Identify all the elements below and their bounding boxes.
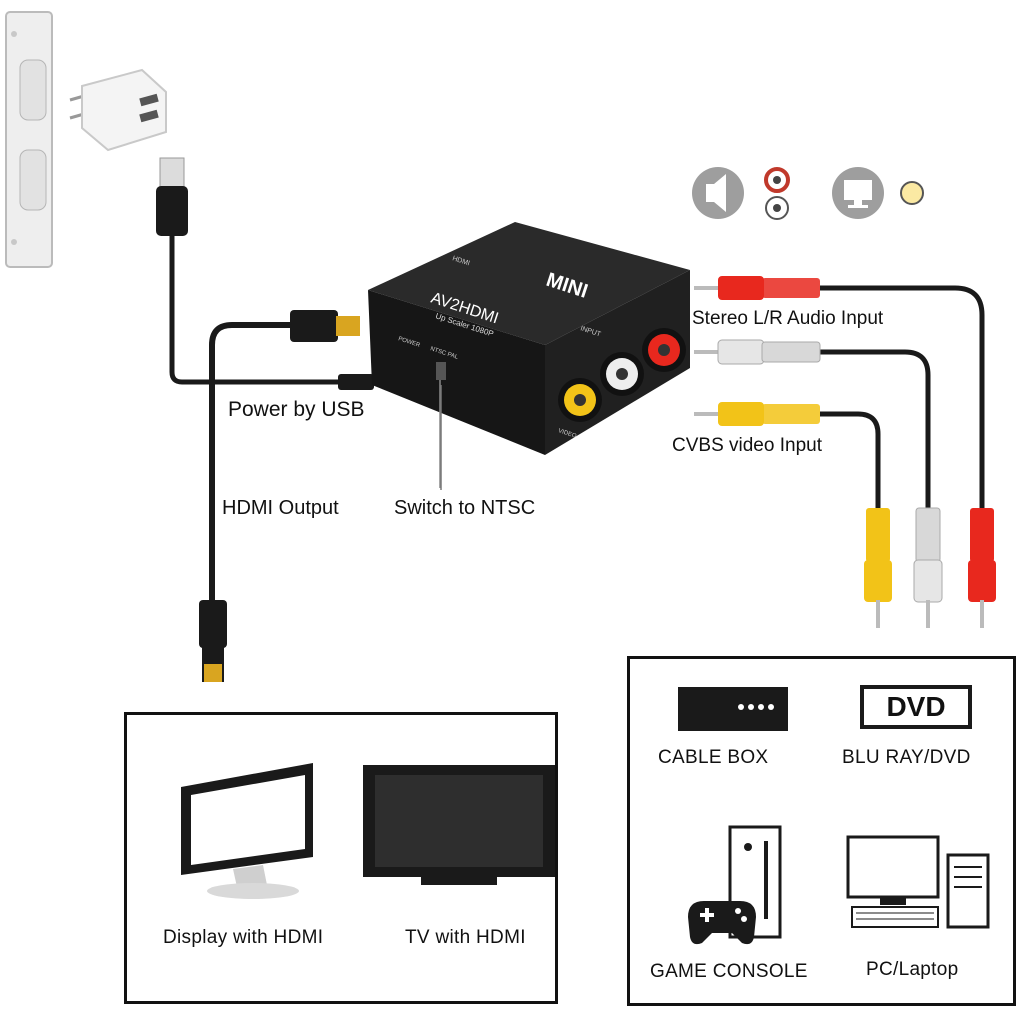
wall-outlet-icon [5, 11, 53, 268]
white-rca-plug-left-icon [694, 339, 821, 365]
dvd-badge-text: DVD [886, 691, 946, 722]
tv-with-hdmi-label: TV with HDMI [405, 927, 526, 948]
converter-device [368, 222, 690, 488]
red-rca-plug-left-icon [694, 276, 820, 300]
tv-icon [363, 765, 555, 885]
game-console-icon [688, 825, 782, 945]
bluray-dvd-label: BLU RAY/DVD [842, 747, 971, 768]
pc-laptop-label: PC/Laptop [866, 959, 959, 980]
pc-laptop-icon [846, 835, 990, 929]
hdmi-cable [209, 322, 295, 605]
game-console-label: GAME CONSOLE [650, 961, 808, 982]
red-rca-plug-bottom-icon [968, 508, 996, 628]
usb-plug-icon [156, 157, 188, 236]
hdmi-plug-top-icon [290, 310, 360, 342]
red-rca-cable [820, 285, 985, 510]
stereo-audio-label: Stereo L/R Audio Input [692, 308, 884, 329]
yellow-rca-cable [820, 411, 881, 510]
display-with-hdmi-label: Display with HDMI [163, 927, 324, 948]
yellow-rca-plug-bottom-icon [864, 508, 892, 628]
hdmi-plug-bottom-icon [199, 600, 227, 682]
cable-box-icon [678, 687, 788, 731]
monitor-icon [832, 167, 884, 219]
video-jack-icon [900, 181, 924, 205]
power-by-usb-label: Power by USB [228, 398, 365, 421]
hdmi-output-label: HDMI Output [222, 497, 339, 519]
barrel-plug-icon [338, 374, 374, 390]
white-rca-cable [820, 349, 931, 510]
speaker-icon [692, 167, 744, 219]
output-devices-panel: Display with HDMI TV with HDMI [124, 712, 558, 1004]
device-label-video: VIDEO [557, 428, 577, 440]
usb-charger-icon [69, 68, 167, 152]
display-monitor-icon [181, 763, 313, 899]
yellow-rca-plug-left-icon [694, 402, 820, 426]
audio-jacks-icon [764, 167, 790, 220]
switch-ntsc-label: Switch to NTSC [394, 497, 536, 519]
cvbs-video-label: CVBS video Input [672, 435, 822, 456]
white-rca-plug-bottom-icon [913, 507, 943, 628]
cable-box-label: CABLE BOX [658, 747, 769, 768]
dvd-badge: DVD [860, 685, 972, 729]
usb-power-cable [169, 236, 340, 385]
input-devices-panel: DVD CABLE BOX BLU RAY/DVD GAME CONSOLE P… [627, 656, 1016, 1006]
